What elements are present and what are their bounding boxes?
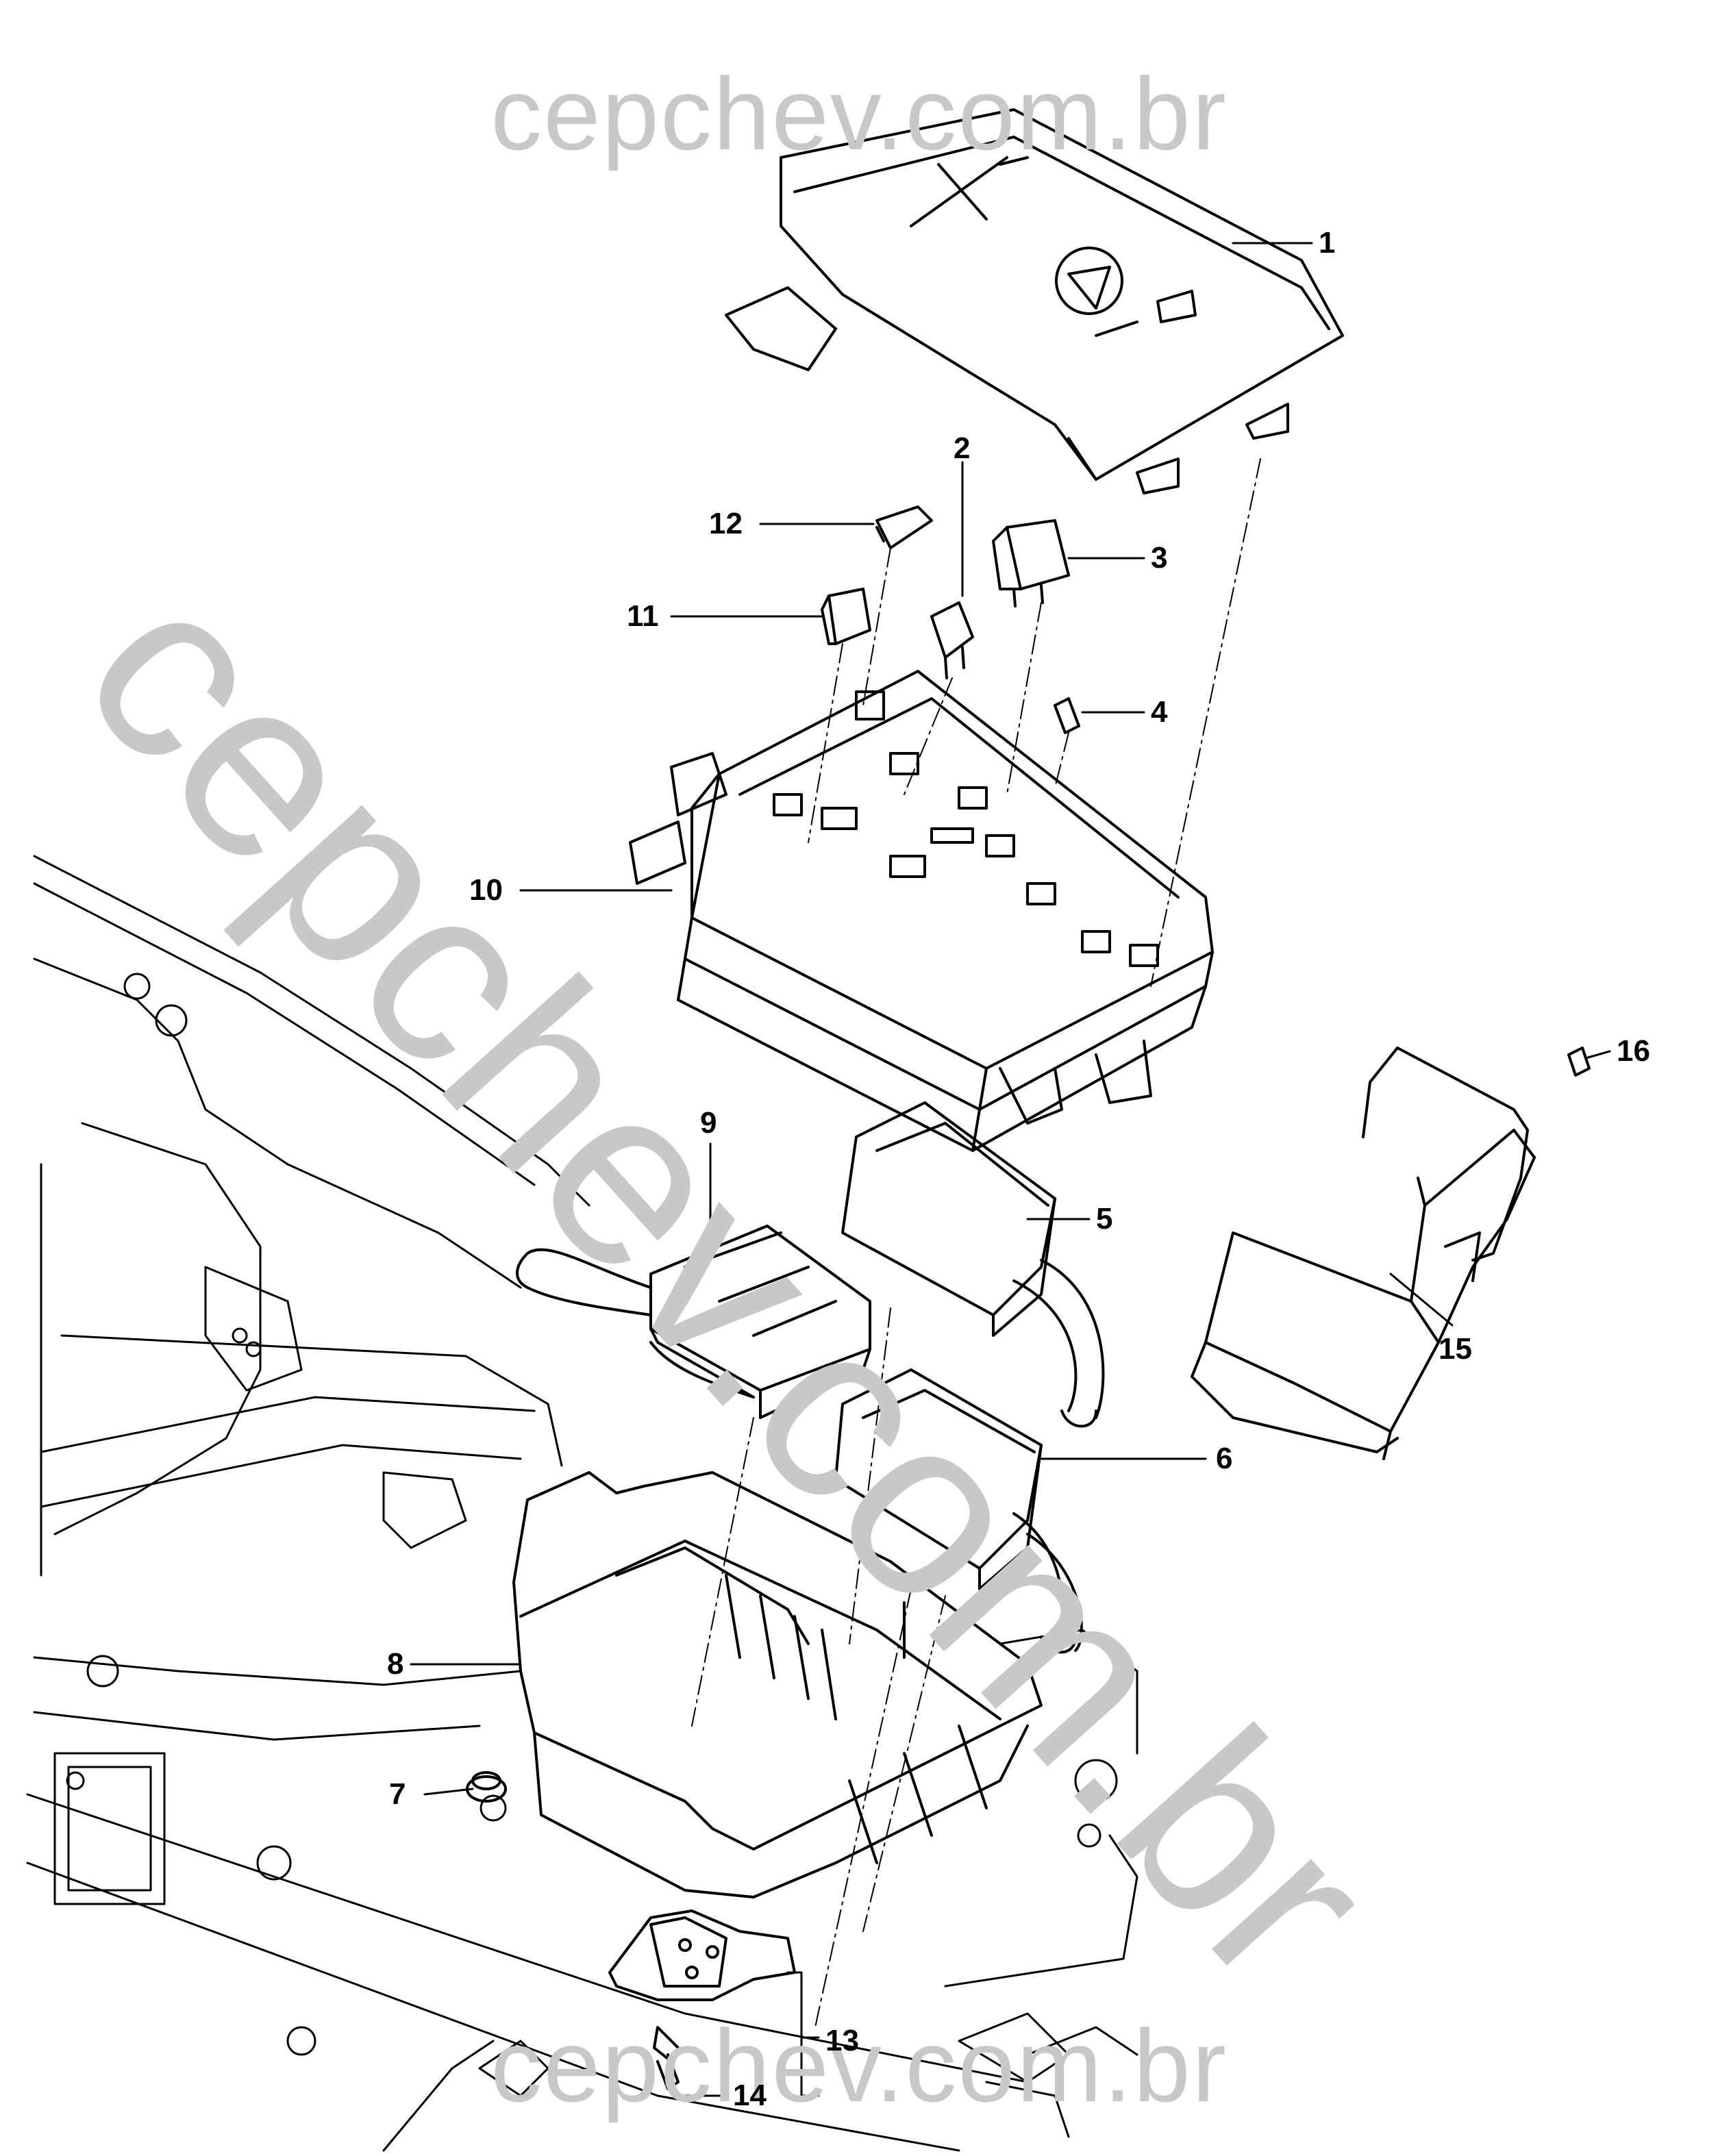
lower-housing-part-8	[512, 1471, 1043, 1898]
maxi-fuse-part-2	[930, 601, 974, 679]
callout-16: 16	[1617, 1034, 1650, 1068]
callout-12: 12	[709, 507, 743, 540]
callout-15: 15	[1439, 1332, 1472, 1366]
clip-part-16	[1567, 1046, 1591, 1077]
leader-lines	[410, 242, 1611, 2097]
callout-14: 14	[733, 2079, 767, 2112]
mini-fuse-part-4	[1054, 697, 1080, 734]
callout-6: 6	[1216, 1442, 1233, 1475]
relay-part-3	[992, 519, 1070, 607]
fuse-box-cover-part-1	[725, 108, 1344, 494]
connector-part-6	[834, 1368, 1083, 1654]
fuse-block-part-10	[629, 670, 1214, 1152]
callout-9: 9	[700, 1106, 717, 1140]
bracket-part-13	[608, 1909, 796, 2001]
callout-1: 1	[1319, 226, 1336, 260]
callout-11: 11	[627, 599, 659, 633]
connector-part-9	[516, 1225, 871, 1419]
fuse-puller-part-12	[875, 505, 933, 549]
callout-13: 13	[825, 2024, 859, 2057]
vehicle-body-structure	[26, 855, 1138, 2152]
callout-2: 2	[954, 431, 971, 465]
callout-10: 10	[469, 873, 503, 907]
watermark-top: cepchev.com.br	[490, 56, 1228, 171]
relay-part-11	[821, 588, 871, 645]
callout-4: 4	[1151, 695, 1168, 729]
callout-8: 8	[387, 1647, 404, 1681]
shield-part-15	[1191, 1046, 1536, 1460]
assembly-dash-lines	[691, 458, 1261, 2028]
callout-5: 5	[1096, 1202, 1113, 1236]
stud-part-14	[653, 2026, 680, 2090]
connector-part-5	[841, 1101, 1105, 1428]
watermark-bottom: cepchev.com.br	[490, 2008, 1228, 2123]
callout-3: 3	[1151, 541, 1168, 575]
callout-7: 7	[389, 1777, 406, 1811]
